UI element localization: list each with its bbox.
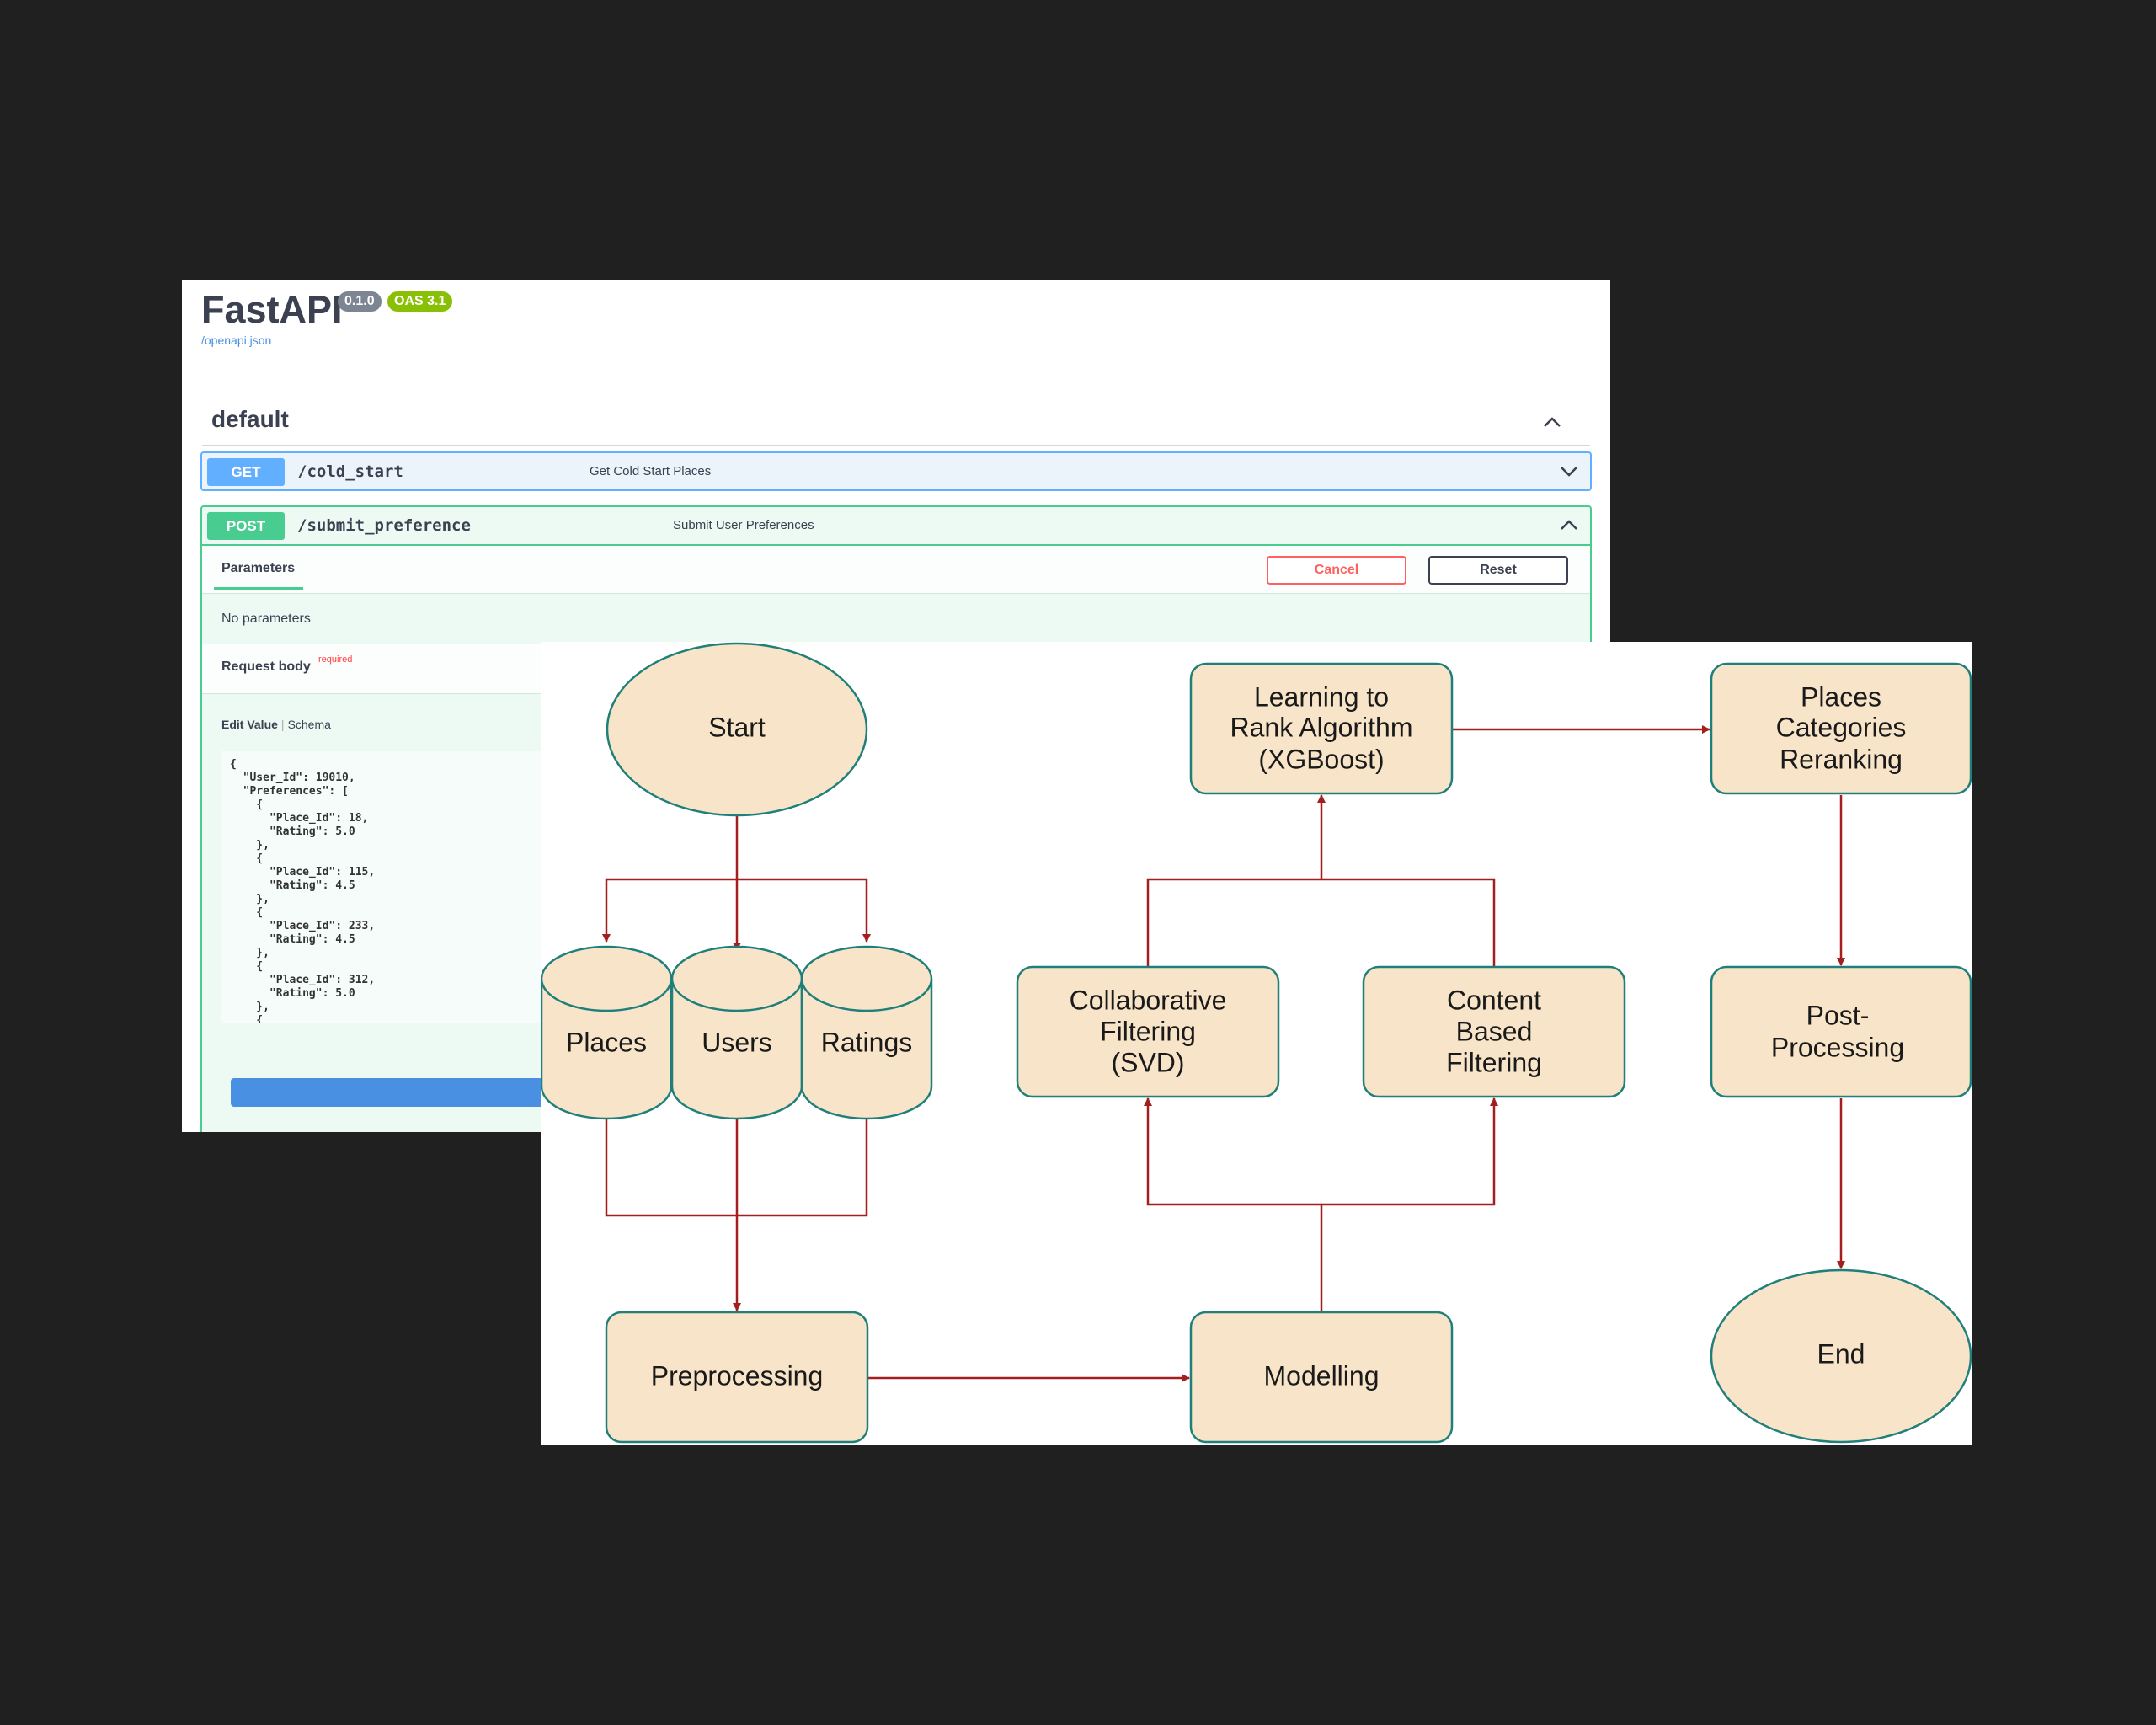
arrow-modelling-content: [1321, 1097, 1498, 1206]
node-places-database: Places: [541, 945, 673, 1120]
api-title: FastAPI: [201, 288, 343, 331]
node-label-places: Places: [566, 1027, 647, 1057]
endpoint-summary: Get Cold Start Places: [590, 464, 712, 478]
node-label-users: Users: [702, 1027, 772, 1057]
node-content-based-filtering: Content Based Filtering: [1362, 965, 1626, 1098]
node-label-ltr-line3: (XGBoost): [1258, 744, 1384, 774]
node-label-ltr-line1: Learning to: [1254, 681, 1389, 712]
reset-button[interactable]: Reset: [1428, 556, 1568, 585]
node-label-content-line3: Filtering: [1446, 1047, 1542, 1077]
chevron-up-icon[interactable]: [1541, 413, 1563, 431]
node-label-collaborative-line3: (SVD): [1111, 1047, 1184, 1077]
tab-parameters[interactable]: Parameters: [221, 561, 296, 575]
node-post-processing: Post- Processing: [1710, 965, 1972, 1098]
section-divider: [202, 445, 1590, 446]
node-label-collaborative-line1: Collaborative: [1070, 985, 1227, 1015]
node-label-preprocessing: Preprocessing: [651, 1360, 824, 1391]
node-places-categories-reranking: Places Categories Reranking: [1710, 662, 1972, 795]
flowchart-connectors: [602, 725, 1845, 1382]
node-start: Start: [606, 642, 868, 817]
node-label-collaborative-line2: Filtering: [1100, 1016, 1196, 1046]
method-badge-post[interactable]: POST: [207, 512, 285, 540]
tab-schema[interactable]: Schema: [287, 718, 331, 731]
request-body-json[interactable]: { "User_Id": 19010, "Preferences": [ { "…: [230, 758, 376, 1023]
endpoint-path: /cold_start: [297, 462, 403, 481]
node-label-content-line2: Based: [1456, 1016, 1533, 1046]
chevron-up-icon[interactable]: [1558, 515, 1580, 534]
flowchart-canvas: Start Places Users Ratings Prepro: [541, 642, 1972, 1444]
node-users-database: Users: [670, 945, 803, 1120]
active-tab-indicator: [214, 587, 303, 590]
parameters-tab-bar: Parameters Cancel Reset: [202, 546, 1590, 594]
node-label-ratings: Ratings: [821, 1027, 913, 1057]
get-cold-start-block[interactable]: GET /cold_start Get Cold Start Places: [200, 451, 1592, 491]
node-preprocessing: Preprocessing: [605, 1311, 869, 1444]
node-label-content-line1: Content: [1447, 985, 1541, 1015]
node-collaborative-filtering: Collaborative Filtering (SVD): [1016, 965, 1280, 1098]
openapi-json-link[interactable]: /openapi.json: [201, 334, 272, 347]
body-view-tabs: Edit Value|Schema: [221, 718, 331, 731]
node-modelling: Modelling: [1189, 1311, 1454, 1444]
tab-edit-value[interactable]: Edit Value: [221, 718, 278, 731]
method-badge-get: GET: [207, 458, 285, 486]
node-learning-to-rank: Learning to Rank Algorithm (XGBoost): [1189, 662, 1454, 795]
node-ratings-database: Ratings: [800, 945, 933, 1120]
header-divider: [202, 544, 1590, 546]
arrow-modelling-collaborative: [1144, 1097, 1323, 1312]
node-label-post-line1: Post-: [1806, 1000, 1870, 1030]
arrow-start-ratings: [737, 878, 871, 943]
version-badge: 0.1.0: [338, 291, 382, 312]
node-label-end: End: [1817, 1338, 1865, 1369]
endpoint-summary[interactable]: Submit User Preferences: [673, 518, 814, 532]
section-title-default[interactable]: default: [211, 406, 289, 432]
request-body-label: Request body: [221, 660, 311, 674]
request-body-editor[interactable]: { "User_Id": 19010, "Preferences": [ { "…: [221, 751, 575, 1023]
node-label-modelling: Modelling: [1264, 1360, 1380, 1391]
required-marker: required: [318, 654, 353, 665]
endpoint-path[interactable]: /submit_preference: [297, 516, 471, 535]
node-end: End: [1710, 1268, 1972, 1444]
cancel-button[interactable]: Cancel: [1267, 556, 1406, 585]
arrow-start-places: [602, 878, 737, 943]
node-label-rerank-line2: Categories: [1776, 712, 1907, 742]
node-label-rerank-line1: Places: [1801, 681, 1881, 712]
node-label-post-line2: Processing: [1771, 1032, 1904, 1062]
recommendation-flowchart: Start Places Users Ratings Prepro: [541, 642, 1972, 1445]
node-label-ltr-line2: Rank Algorithm: [1230, 712, 1413, 742]
connector-filters-merge: [1146, 878, 1496, 967]
chevron-down-icon[interactable]: [1558, 462, 1580, 480]
oas-badge: OAS 3.1: [387, 291, 453, 312]
node-label-start: Start: [708, 712, 766, 742]
no-parameters-text: No parameters: [221, 611, 311, 626]
node-label-rerank-line3: Reranking: [1780, 744, 1903, 774]
